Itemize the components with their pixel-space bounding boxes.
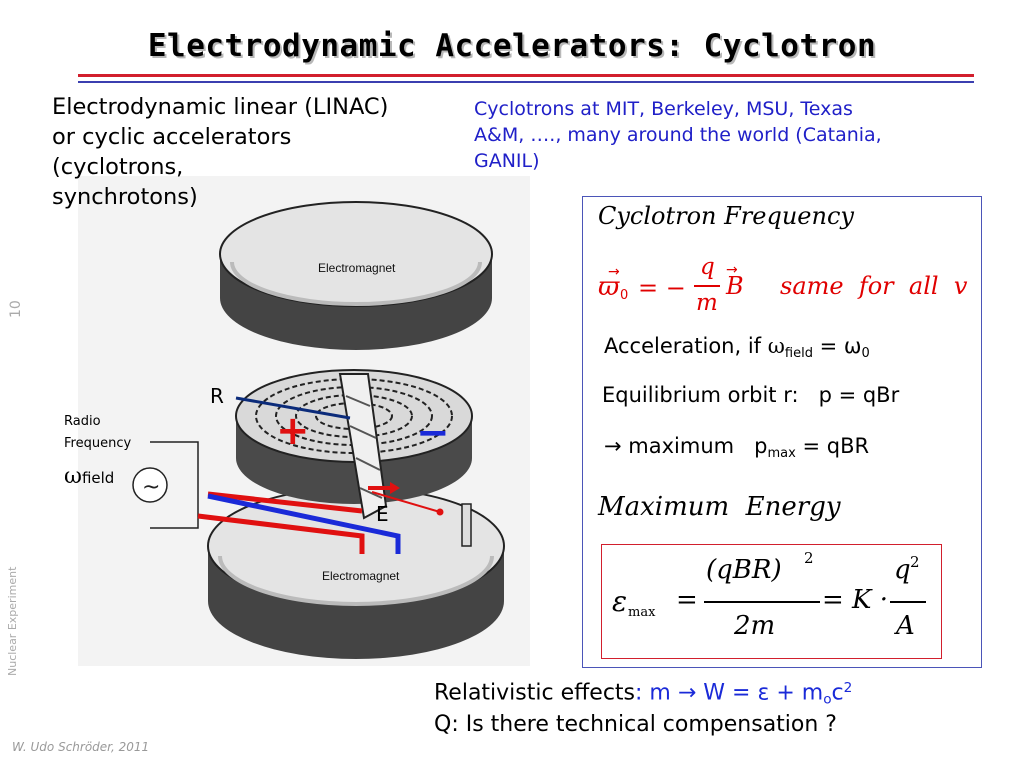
maximum-momentum: → maximum pmax = qBR	[604, 434, 870, 461]
department-label: Nuclear Experiment	[6, 566, 19, 676]
red-lead-2	[197, 513, 365, 554]
label-e: E	[376, 502, 389, 526]
max-energy-heading: Maximum Energy	[598, 492, 841, 522]
bottom-electromagnet	[207, 487, 505, 659]
title-rule-blue	[78, 81, 974, 83]
top-electromagnet	[219, 201, 493, 350]
ac-symbol: ~	[142, 475, 160, 500]
red-lead	[207, 491, 363, 514]
frequency-formula: ϖ → 0 = − q m → B same for all v	[598, 254, 968, 316]
label-omega-field: ωfield	[64, 464, 115, 489]
cyclotron-diagram: Electromagnet Electromagnet ~ + −	[78, 176, 530, 666]
label-r: R	[210, 384, 224, 408]
label-radio: Radio	[64, 414, 101, 429]
blue-lead	[207, 493, 401, 554]
rf-source	[132, 467, 168, 503]
title-rule-red	[78, 74, 974, 77]
frequency-heading: Cyclotron Frequency	[598, 202, 854, 230]
plus-sign: +	[276, 408, 310, 454]
cyclotron-list: Cyclotrons at MIT, Berkeley, MSU, Texas …	[474, 98, 882, 172]
beam-dot	[436, 508, 444, 516]
label-frequency: Frequency	[64, 436, 132, 451]
energy-formula-box: ε max = (qBR) 2 2m = K · q 2 A	[601, 544, 942, 659]
electromagnet-top-label: Electromagnet	[318, 261, 396, 275]
frequency-box	[582, 196, 982, 668]
electromagnet-bottom-label: Electromagnet	[322, 569, 400, 583]
author-footer: W. Udo Schröder, 2011	[12, 740, 150, 754]
compensation-question: Q: Is there technical compensation ?	[434, 712, 837, 737]
relativistic-effects: Relativistic effects: m → W = ε + moc2	[434, 680, 853, 708]
intro-text: Electrodynamic linear (LINAC) or cyclic …	[52, 94, 389, 210]
dee-chamber	[235, 369, 473, 520]
page-number: 10	[8, 300, 24, 318]
slide-title: Electrodynamic Accelerators: Cyclotron	[147, 28, 877, 64]
rf-wire	[150, 441, 199, 529]
e-arrow-head	[390, 482, 400, 494]
target-plate	[461, 503, 472, 547]
beam-path	[371, 491, 441, 513]
acceleration-condition: Acceleration, if ωfield = ω0	[604, 334, 870, 361]
equilibrium-orbit: Equilibrium orbit r: p = qBr	[602, 383, 900, 407]
radius-line	[235, 396, 351, 420]
minus-sign: −	[416, 410, 450, 456]
